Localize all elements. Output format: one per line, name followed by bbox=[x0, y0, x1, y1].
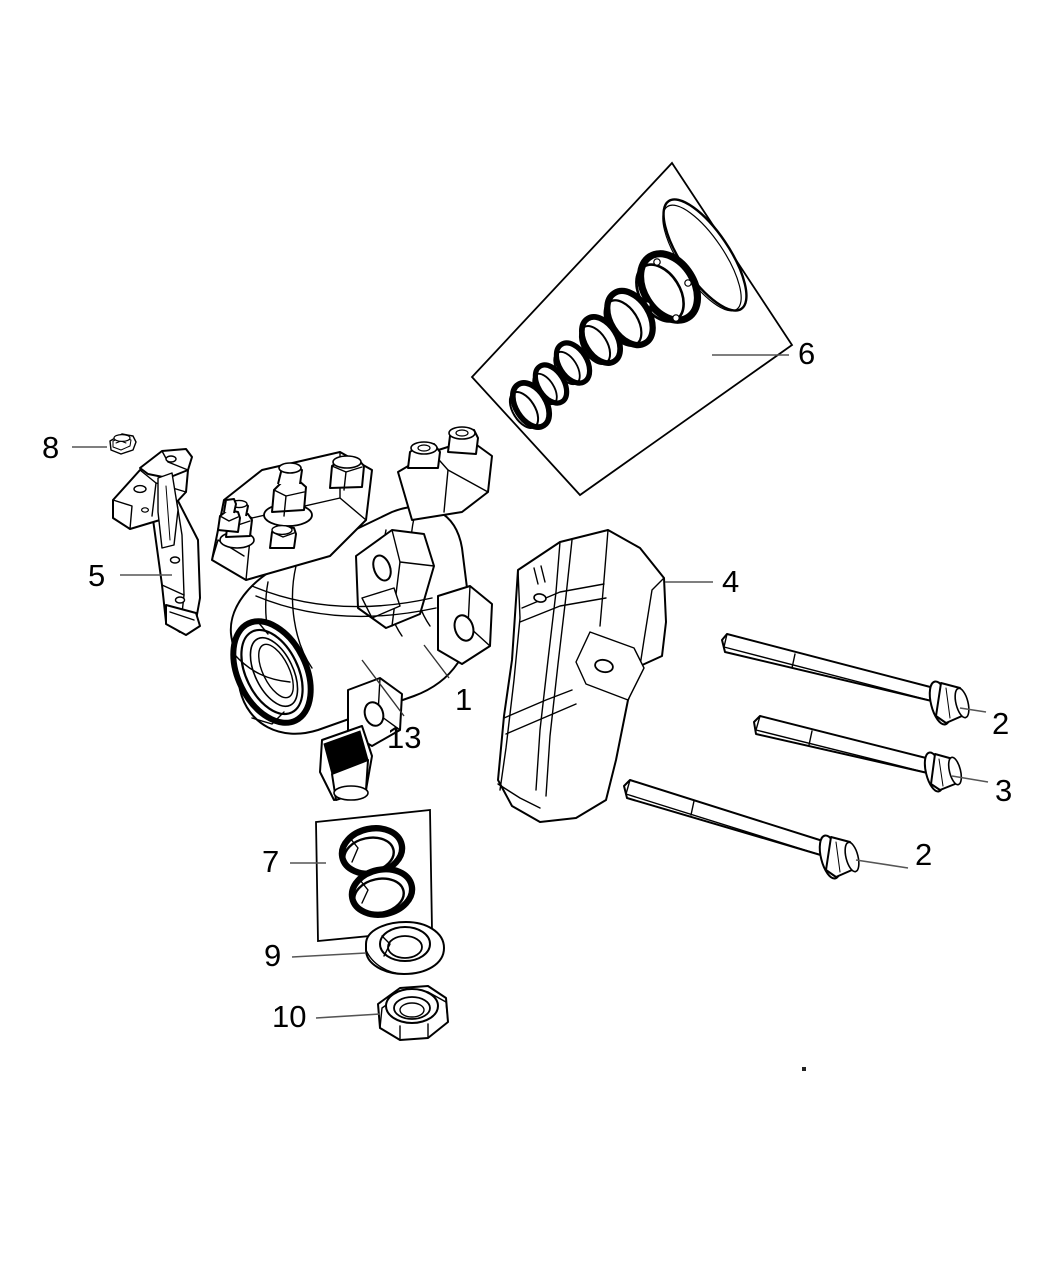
leader-2-upper bbox=[959, 707, 987, 713]
bearing-race-lower-icon bbox=[348, 866, 416, 918]
leader-3 bbox=[951, 775, 989, 783]
bolt-lower-head-icon bbox=[818, 834, 860, 880]
callout-label-3: 3 bbox=[995, 773, 1013, 808]
callout-label-9: 9 bbox=[264, 938, 282, 973]
part-seal-kit-group bbox=[470, 161, 794, 497]
seal-ring-4-icon bbox=[553, 340, 593, 386]
gear-ear-bolt-b-icon bbox=[447, 426, 479, 455]
valve-fitting-tiny-icon bbox=[269, 524, 297, 549]
part-bearing-kit-group bbox=[315, 809, 433, 942]
leader-9 bbox=[291, 952, 367, 958]
seal-kit-box bbox=[470, 161, 794, 497]
seal-ring-6-icon bbox=[508, 380, 553, 430]
callout-label-4: 4 bbox=[722, 564, 740, 599]
bolt-middle-shank bbox=[753, 715, 935, 775]
valve-stud-icon bbox=[217, 498, 241, 533]
leader-2-lower bbox=[855, 859, 909, 869]
seal-ring-1-icon bbox=[635, 250, 702, 324]
bolt-upper-head-icon bbox=[928, 680, 970, 726]
bolt-upper-shank bbox=[721, 633, 939, 703]
leader-13 bbox=[361, 659, 405, 717]
callout-label-10: 10 bbox=[272, 999, 307, 1034]
leader-lines bbox=[72, 354, 989, 1019]
callout-label-5: 5 bbox=[88, 558, 106, 593]
pitman-output-shaft bbox=[319, 725, 373, 801]
part-mounting-bracket-group bbox=[112, 448, 201, 636]
callout-label-8: 8 bbox=[42, 430, 60, 465]
gear-ear-bolt-a-icon bbox=[407, 441, 441, 469]
callout-label-2-upper: 2 bbox=[992, 706, 1010, 741]
part-steering-gear-group bbox=[211, 426, 493, 801]
bolt-lower-shank bbox=[623, 779, 827, 857]
callout-label-7: 7 bbox=[262, 844, 280, 879]
bracket-top-tab bbox=[139, 448, 193, 479]
part-bolt-upper bbox=[721, 633, 970, 726]
gear-housing-end-ring bbox=[230, 618, 314, 726]
part-pitman-washer-group bbox=[365, 921, 445, 975]
scan-artifact-dot bbox=[802, 1067, 806, 1071]
part-bolt-middle bbox=[753, 715, 963, 793]
seal-ring-3-icon bbox=[578, 314, 624, 366]
valve-fitting-large-icon bbox=[263, 462, 313, 527]
part-pitman-nut-group bbox=[377, 985, 449, 1041]
callout-label-1: 1 bbox=[455, 682, 473, 717]
part-heat-shield-group bbox=[497, 529, 667, 823]
seal-ring-2-icon bbox=[603, 287, 656, 349]
leader-10 bbox=[315, 1013, 381, 1019]
part-bolt-lower bbox=[623, 779, 860, 880]
callout-label-6: 6 bbox=[798, 336, 816, 371]
leader-1 bbox=[423, 644, 450, 679]
callout-label-2-lower: 2 bbox=[915, 837, 933, 872]
part-bracket-nut-group bbox=[109, 433, 137, 455]
bolt-middle-head-icon bbox=[923, 751, 963, 793]
callout-label-13: 13 bbox=[387, 720, 422, 755]
valve-fitting-mid-icon bbox=[329, 455, 365, 491]
